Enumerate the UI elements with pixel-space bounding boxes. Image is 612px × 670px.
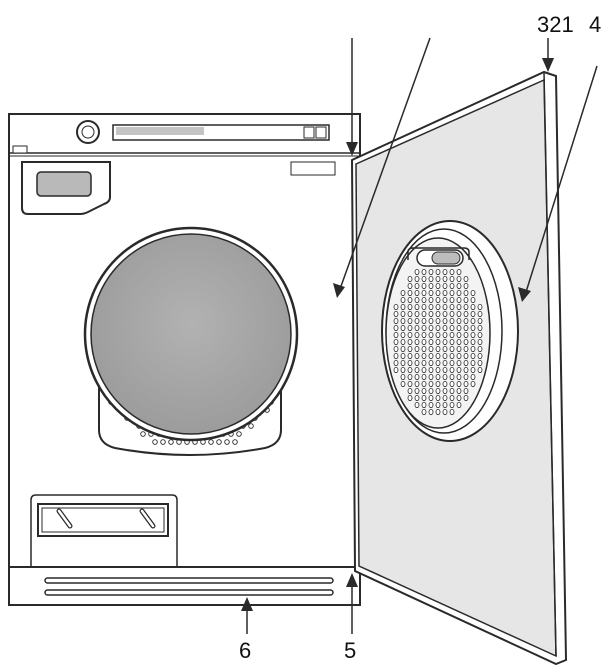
filter-holes <box>393 268 483 415</box>
indicator-light <box>12 145 28 154</box>
callout-5: 5 <box>344 638 357 663</box>
callout-321: 321 <box>537 12 574 37</box>
rating-label <box>290 161 336 176</box>
drum <box>90 233 292 435</box>
ventilation-slot <box>44 589 334 596</box>
water-container[interactable] <box>21 161 111 215</box>
leader-lines <box>241 37 598 634</box>
control-button[interactable] <box>315 126 327 139</box>
control-button[interactable] <box>303 126 315 139</box>
plinth-panel <box>9 494 360 596</box>
door-filter-assembly <box>381 220 519 442</box>
callout-6: 6 <box>239 638 252 663</box>
drum-opening <box>83 226 299 442</box>
callout-4: 4 <box>589 12 602 37</box>
control-panel <box>12 120 336 176</box>
ventilation-slot <box>44 577 334 584</box>
drawer-handle[interactable] <box>36 171 92 197</box>
